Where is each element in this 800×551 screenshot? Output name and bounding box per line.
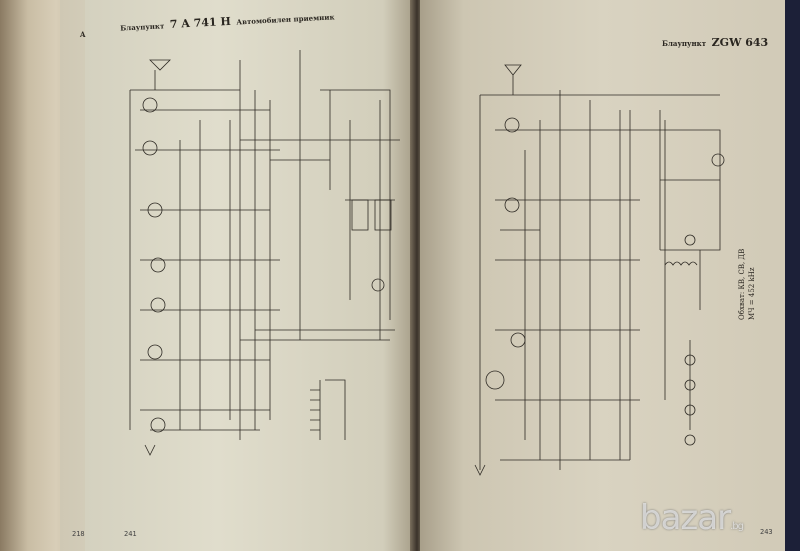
- range-note: Обхват: КВ, СВ, ДВ: [738, 248, 746, 320]
- left-edge-letter: A: [80, 30, 86, 39]
- watermark-text: bazar: [640, 498, 731, 538]
- right-schematic: [474, 64, 725, 476]
- header-prefix: Блаупункт: [662, 39, 707, 48]
- right-page-number: 243: [760, 528, 773, 536]
- watermark-logo: bazar.bg: [640, 498, 744, 538]
- left-schematic: [129, 50, 400, 456]
- background-edge: [785, 0, 800, 551]
- left-page: [85, 0, 416, 551]
- right-page: [420, 0, 785, 551]
- book-page-edges: [0, 0, 70, 551]
- watermark-suffix: .bg: [730, 521, 744, 532]
- right-page-header: Блаупункт ZGW 643: [662, 31, 768, 50]
- page-number-outer: 218: [72, 530, 85, 538]
- header-model: ZGW 643: [711, 36, 769, 49]
- left-page-number: 241: [124, 530, 137, 538]
- if-note: МЧ = 452 kHz: [748, 267, 756, 320]
